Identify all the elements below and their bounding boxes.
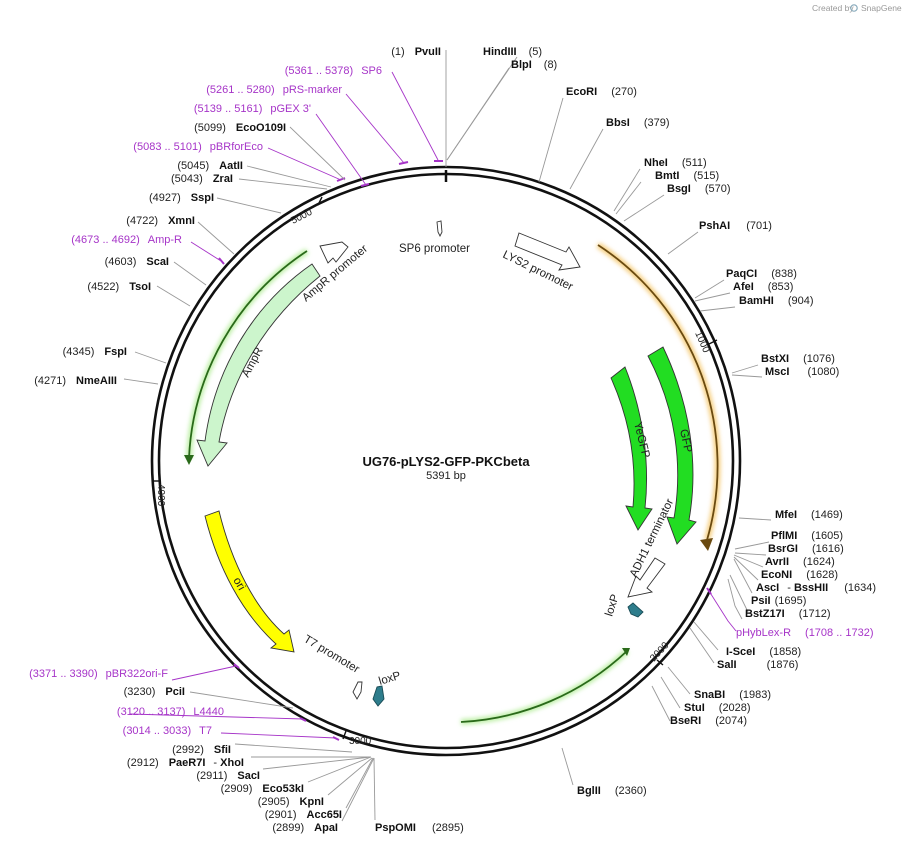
site-label: BstZ17I(1712) [745,608,831,620]
feature-label: loxP [377,670,402,688]
site-label: BlpI(8) [511,59,557,71]
site-label: (2912)PaeR7I- XhoI [127,757,244,769]
primer-leaders [129,71,737,739]
site-label: MscI(1080) [765,366,839,378]
site-label: StuI(2028) [684,702,751,714]
feature-label: ori [230,576,247,593]
feature-arrow [352,681,363,700]
site-label: BseRI(2074) [670,715,747,727]
leader-lines [123,50,772,822]
feature-arrow [204,510,295,653]
site-label: AfeI(853) [733,281,793,293]
site-label: PaqCI(838) [726,268,797,280]
site-label: (2901)Acc65I [265,809,342,821]
green-arc-left [184,248,309,465]
feature-arrow [372,685,385,707]
feature-label: GFP [677,428,694,454]
tick-label-4000: 4000 [155,484,166,507]
site-label: (4271)NmeAIII [34,375,117,387]
credit-brand: SnapGene [861,3,902,13]
primer-label: (3014 .. 3033)T7 [123,725,212,737]
primer-label: (3371 .. 3390)pBR322ori-F [29,668,168,680]
site-label: BglII(2360) [577,785,647,797]
site-label: (5043)ZraI [171,173,233,185]
site-label: (2909)Eco53kI [221,783,304,795]
site-label: PflMI(1605) [771,530,843,542]
tick-label-1000: 1000 [692,330,711,355]
plasmid-length: 5391 bp [426,470,466,482]
feature-arrow [647,346,697,545]
site-label: SalI(1876) [717,659,798,671]
site-label: (2992)SfiI [172,744,231,756]
site-label: BstXI(1076) [761,353,835,365]
site-label: (2911)SacI [196,770,260,782]
feature-arrow [627,557,666,598]
site-label: BsgI(570) [667,183,731,195]
site-label: (2899)ApaI [272,822,338,834]
site-label: PspOMI(2895) [375,822,464,834]
feature-arrow [436,220,443,238]
site-label: (4345)FspI [63,346,127,358]
plasmid-name: UG76-pLYS2-GFP-PKCbeta [362,454,530,469]
feature-label: T7 promoter [301,633,361,676]
site-label: SnaBI(1983) [694,689,771,701]
site-label: (4603)ScaI [105,256,169,268]
site-label: PsiI(1695) [751,595,806,607]
site-label: (4927)SspI [149,192,214,204]
credit-text: Created by [812,3,854,13]
site-label: (4722)XmnI [126,215,195,227]
site-label: BamHI(904) [739,295,814,307]
site-label: NheI(511) [644,157,707,169]
lys2-arc [596,242,721,551]
site-label: (5099)EcoO109I [194,122,286,134]
green-arc-bottom [460,648,630,725]
site-label: EcoRI(270) [566,86,637,98]
site-label: BmtI(515) [655,170,719,182]
site-label: (3230)PciI [124,686,185,698]
primer-label: (3120 .. 3137)L4440 [117,706,224,718]
site-label: (4522)TsoI [87,281,151,293]
site-label: (1)PvuII [391,46,441,58]
feature-arrow [610,366,653,531]
site-label: AscI- BssHII(1634) [756,582,876,594]
site-label: MfeI(1469) [775,509,843,521]
site-label: (2905)KpnI [258,796,324,808]
site-label: BbsI(379) [606,117,670,129]
site-label: PshAI(701) [699,220,772,232]
feature-arrow [514,232,581,271]
feature-arrow [319,241,349,264]
site-label: AvrII(1624) [765,556,835,568]
feature-arrow [196,263,321,467]
site-label: (5045)AatII [177,160,243,172]
site-label: HindIII(5) [483,46,542,58]
primer-label: (5139 .. 5161)pGEX 3' [194,103,311,115]
feature-label: loxP [603,593,621,618]
primer-label: (4673 .. 4692)Amp-R [71,234,182,246]
site-label: I-SceI(1858) [726,646,801,658]
primer-label: (5361 .. 5378)SP6 [285,65,382,77]
site-label: BsrGI(1616) [768,543,844,555]
primer-label: pHybLex-R(1708 .. 1732) [736,627,874,639]
primer-label: (5261 .. 5280)pRS-marker [206,84,342,96]
tick-label-3000: 3000 [349,736,372,747]
site-label: EcoNI(1628) [761,569,838,581]
primer-label: (5083 .. 5101)pBRforEco [133,141,263,153]
snapgene-logo-icon [850,4,858,12]
feature-label: SP6 promoter [399,243,470,255]
feature-arrow [627,602,644,618]
